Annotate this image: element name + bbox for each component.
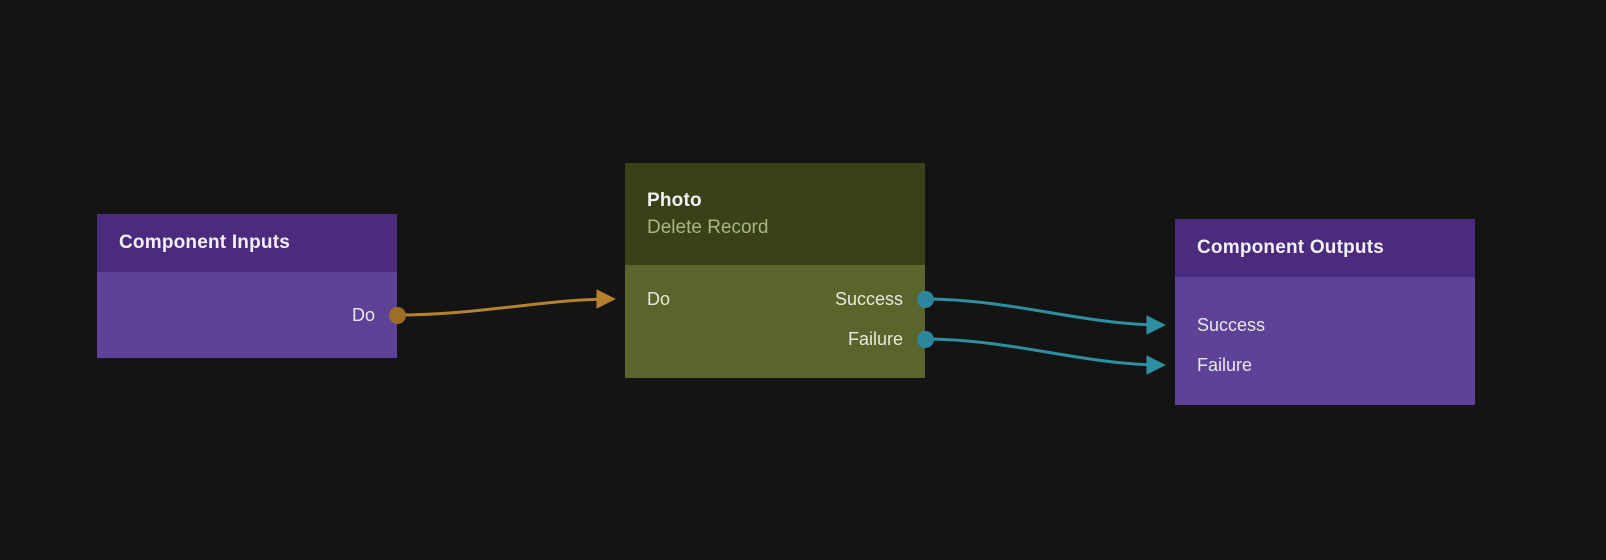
- edge-success-connection[interactable]: [924, 297, 1166, 335]
- node-component-outputs[interactable]: Component Outputs Success Failure: [1175, 219, 1475, 405]
- port-label-success-input: Success: [1197, 314, 1266, 335]
- port-row-do: Do: [97, 295, 397, 335]
- port-label-success-output: Success: [834, 288, 903, 309]
- port-handle-failure-output[interactable]: [917, 331, 934, 348]
- port-label-do-input: Do: [647, 288, 671, 309]
- node-header: Component Outputs: [1175, 219, 1475, 277]
- port-row-success: Success: [1175, 305, 1475, 345]
- node-body: Do: [97, 272, 397, 358]
- node-body: Success Failure: [1175, 277, 1475, 405]
- port-row-failure: Failure: [625, 319, 925, 359]
- port-handle-do-output[interactable]: [389, 307, 406, 324]
- edge-do-connection[interactable]: [396, 289, 616, 317]
- node-title: Component Outputs: [1197, 237, 1385, 258]
- port-row-do-success: Do Success: [625, 279, 925, 319]
- port-handle-success-output[interactable]: [917, 291, 934, 308]
- node-body: Do Success Failure: [625, 265, 925, 378]
- node-header: Photo Delete Record: [625, 163, 925, 265]
- node-header: Component Inputs: [97, 214, 397, 272]
- port-label-do: Do: [351, 304, 375, 325]
- port-row-failure: Failure: [1175, 345, 1475, 385]
- node-component-inputs[interactable]: Component Inputs Do: [97, 214, 397, 358]
- edge-failure-connection[interactable]: [924, 337, 1166, 375]
- port-label-failure-output: Failure: [847, 328, 903, 349]
- node-subtitle: Delete Record: [647, 216, 769, 238]
- node-photo-delete-record[interactable]: Photo Delete Record Do Success Failure: [625, 163, 925, 378]
- port-label-failure-input: Failure: [1197, 354, 1253, 375]
- node-title: Photo: [647, 189, 702, 211]
- node-title: Component Inputs: [119, 232, 291, 253]
